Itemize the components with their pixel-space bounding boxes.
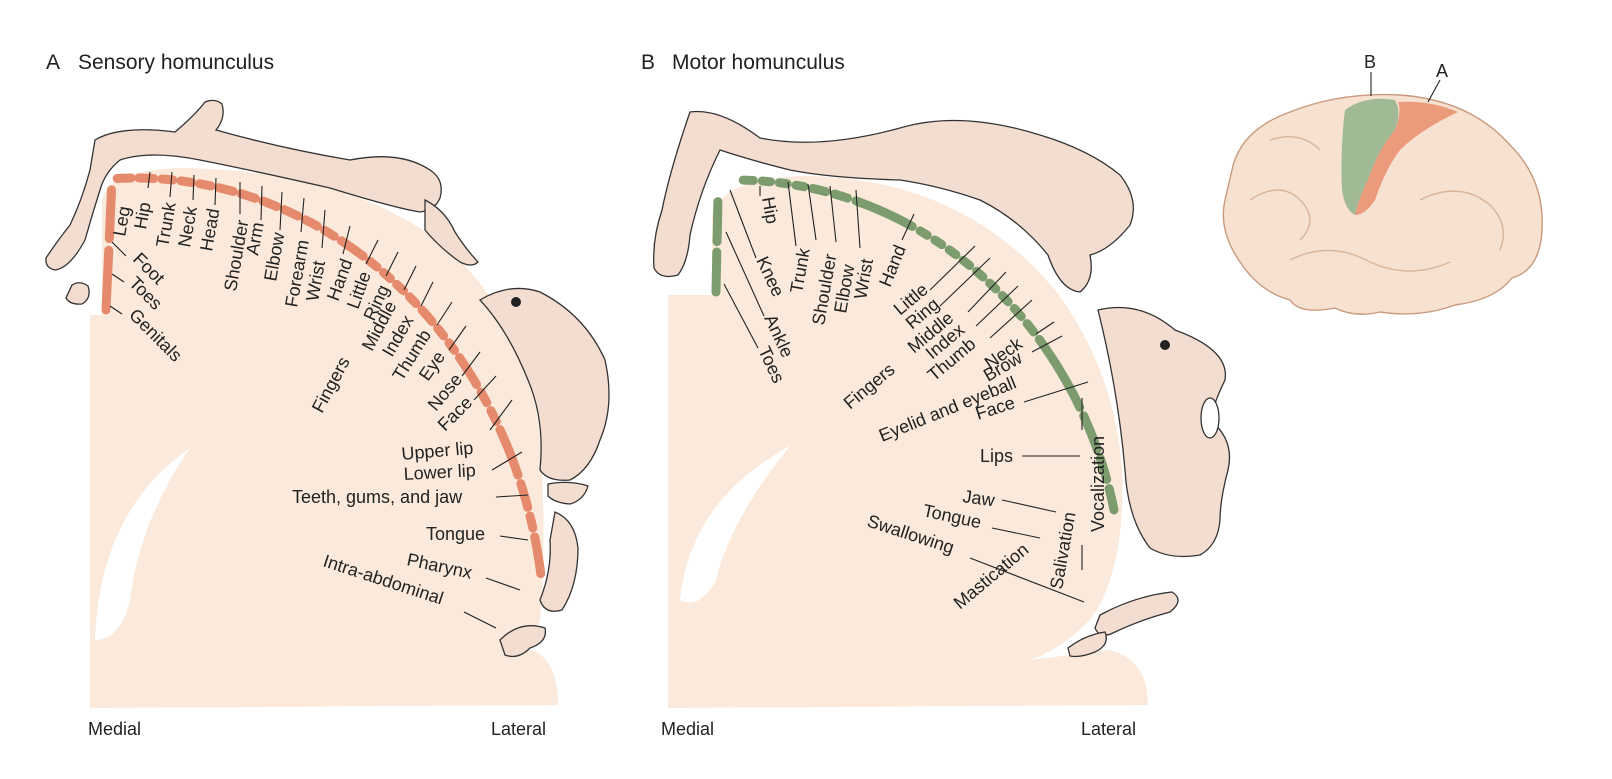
- motor-cortex-section: [668, 176, 1148, 708]
- brain-sensory-strip: [1355, 101, 1458, 215]
- brain-label-b: B: [1364, 52, 1376, 72]
- strip-segment: [830, 189, 852, 203]
- strip-segment: [791, 180, 809, 192]
- strip-segment: [101, 245, 114, 315]
- brain-sulcus: [1289, 249, 1451, 272]
- sensory-body-face: [478, 287, 610, 481]
- strip-segment: [476, 387, 492, 408]
- label-teeth-gums-jaw: Teeth, gums, and jaw: [292, 487, 463, 507]
- brain-gyrus-frontal: [1269, 136, 1321, 151]
- strip-segment: [300, 215, 322, 231]
- label-jaw-motor: Jaw: [961, 486, 1057, 513]
- panel-b-title: Motor homunculus: [672, 51, 845, 74]
- motor-body-tongue: [1094, 591, 1179, 636]
- label-lips: Lips: [980, 446, 1013, 466]
- label-lower-lip: Lower lip: [403, 451, 523, 484]
- panel-a-medial-label: Medial: [88, 719, 141, 739]
- brain-gyrus: [1249, 189, 1311, 241]
- motor-homunculus-figure: [653, 110, 1231, 658]
- strip-segment: [112, 173, 136, 183]
- strip-segment: [455, 353, 482, 390]
- motor-cortex-strip: [711, 175, 1119, 515]
- sensory-body-torso: [45, 99, 442, 271]
- motor-white-matter: [680, 446, 790, 603]
- motor-mouth-icon: [1200, 397, 1220, 439]
- panel-sensory-homunculus: A Sensory homunculus Leg Hip Trunk Neck …: [45, 51, 610, 739]
- panel-a-title: Sensory homunculus: [78, 51, 274, 74]
- strip-segment: [195, 179, 216, 191]
- strip-segment: [1095, 454, 1112, 484]
- strip-segment: [930, 235, 947, 250]
- strip-segment: [495, 425, 523, 480]
- strip-segment: [711, 247, 722, 297]
- strip-segment: [1034, 334, 1085, 412]
- label-tongue: Tongue: [426, 524, 485, 544]
- svg-text:Lower lip: Lower lip: [403, 460, 476, 484]
- svg-text:Hip: Hip: [130, 201, 154, 231]
- strip-segment: [972, 266, 988, 282]
- panel-b-letter: B: [641, 51, 655, 74]
- label-vocalization: Vocalization: [1081, 398, 1108, 570]
- motor-body-pharynx: [1067, 631, 1107, 658]
- label-hip: Hip: [130, 171, 155, 231]
- strip-segment: [944, 245, 961, 260]
- strip-segment: [486, 406, 501, 427]
- strip-segment: [712, 197, 723, 247]
- sensory-body-jaw: [547, 481, 589, 505]
- strip-segment: [405, 292, 421, 309]
- strip-segment: [958, 255, 975, 270]
- strip-segment: [851, 196, 917, 231]
- sensory-body-arm: [424, 198, 479, 266]
- brain-gyrus-posterior: [1419, 190, 1504, 251]
- strip-segment: [104, 185, 116, 243]
- strip-segment: [176, 176, 197, 187]
- strip-segment: [1079, 411, 1102, 454]
- strip-segment: [279, 205, 303, 221]
- strip-segment: [379, 268, 395, 284]
- svg-text:Vocalization: Vocalization: [1088, 436, 1108, 532]
- brain-outline: [1222, 93, 1543, 315]
- strip-segment: [214, 183, 238, 196]
- motor-eye-icon: [1160, 340, 1170, 350]
- sensory-white-matter: [95, 448, 190, 640]
- strip-segment: [336, 236, 368, 261]
- sensory-body-tongue: [539, 511, 579, 612]
- sensory-body-foot: [65, 282, 90, 305]
- strip-segment: [757, 176, 775, 187]
- brain-motor-strip: [1341, 98, 1399, 215]
- svg-text:Jaw: Jaw: [961, 486, 996, 510]
- strip-segment: [433, 323, 449, 341]
- panel-a-letter: A: [46, 51, 60, 74]
- sensory-homunculus-figure: [45, 99, 610, 658]
- strip-segment: [417, 305, 437, 327]
- strip-segment: [525, 511, 538, 533]
- panel-b-lateral-label: Lateral: [1081, 719, 1136, 739]
- brain-label-a: A: [1436, 61, 1448, 81]
- strip-segment: [1022, 319, 1039, 337]
- strip-segment: [392, 279, 408, 296]
- panel-a-lateral-label: Lateral: [491, 719, 546, 739]
- label-hip-motor: Hip: [758, 186, 782, 225]
- brain-a-pointer: [1427, 79, 1441, 103]
- strip-segment: [808, 184, 831, 197]
- strip-segment: [134, 173, 159, 183]
- strip-segment: [236, 189, 260, 203]
- svg-text:Hip: Hip: [758, 195, 782, 225]
- sensory-eye-icon: [511, 297, 521, 307]
- brain-inset: B A: [1222, 52, 1543, 315]
- motor-body-face: [1097, 306, 1231, 558]
- strip-segment: [320, 225, 339, 241]
- sensory-cortex-section: [90, 168, 558, 708]
- strip-segment: [258, 196, 282, 211]
- panel-motor-homunculus: B Motor homunculus Hip Knee Ankle Toes T…: [641, 51, 1231, 739]
- motor-body-leg: [653, 110, 1134, 293]
- panel-b-medial-label: Medial: [661, 719, 714, 739]
- strip-segment: [774, 178, 792, 189]
- sensory-body-intestine: [499, 625, 547, 658]
- strip-segment: [365, 256, 382, 272]
- strip-segment: [1104, 484, 1119, 515]
- strip-segment: [530, 532, 546, 579]
- strip-segment: [915, 226, 932, 240]
